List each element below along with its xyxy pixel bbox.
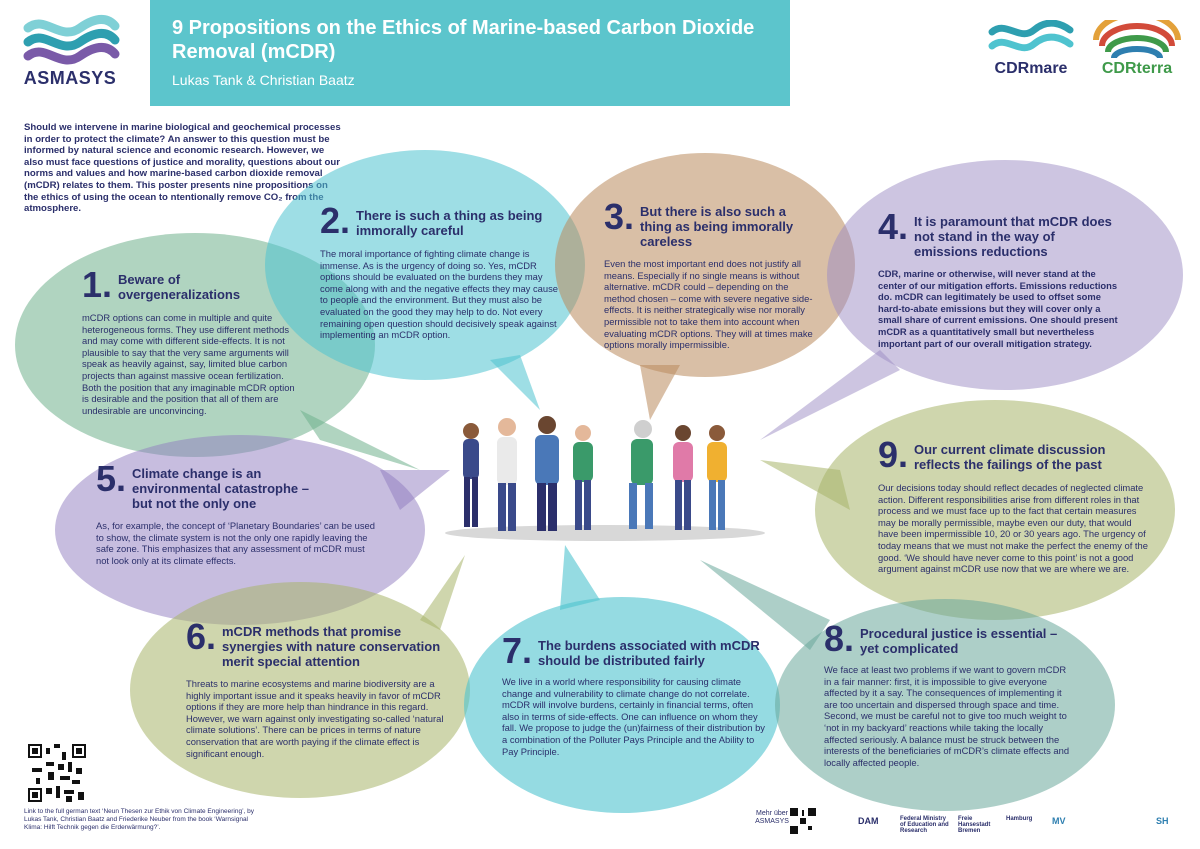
cdrterra-logo-text: CDRterra [1101,60,1173,77]
bubble-7 [464,597,780,813]
poster-authors: Lukas Tank & Christian Baatz [172,72,355,88]
proposition-4: 4. It is paramount that mCDR does not st… [878,206,1124,356]
bubble-4 [827,160,1183,390]
sponsor-bmbf: Federal Ministry of Education and Resear… [900,816,949,834]
bubble-6-tail [420,555,465,630]
bubble-8-tail [700,560,830,650]
proposition-number: 7. [502,630,533,671]
proposition-heading: mCDR methods that promise synergies with… [222,624,441,669]
proposition-number: 9. [878,434,909,475]
bubble-9-tail [760,460,850,510]
cdrmare-logo: CDRmare [986,19,1076,80]
asmasys-logo-text: ASMASYS [23,68,117,88]
bubble-3-tail [640,365,680,420]
proposition-5: 5. Climate change is an environmental ca… [96,458,376,578]
proposition-number: 1. [82,264,113,305]
qr-code[interactable] [28,744,86,802]
proposition-number: 8. [824,618,855,659]
proposition-1: 1. Beware of overgeneralizations mCDR op… [82,264,300,464]
bubble-1-tail [300,410,420,470]
proposition-body: CDR, marine or otherwise, will never sta… [878,268,1118,349]
proposition-6: 6. mCDR methods that promise synergies w… [186,616,456,759]
proposition-heading: Procedural justice is essential – yet co… [860,626,1058,656]
proposition-body: Threats to marine ecosystems and marine … [186,678,444,759]
bubble-7-tail [560,545,600,610]
proposition-heading: But there is also such a thing as being … [640,204,794,249]
proposition-2: 2. There is such a thing as being immora… [320,200,560,360]
intro-text: Should we intervene in marine biological… [24,122,341,215]
proposition-9: 9. Our current climate discussion reflec… [878,434,1148,594]
proposition-heading: Our current climate discussion reflects … [914,442,1106,472]
sponsor-dam: DAM [858,816,879,826]
proposition-body: As, for example, the concept of ‘Planeta… [96,520,375,566]
proposition-heading: There is such a thing as being immorally… [356,208,543,238]
proposition-body: We live in a world where responsibility … [502,676,765,757]
qr-code-small[interactable] [790,808,816,834]
cdrmare-logo-text: CDRmare [994,60,1068,77]
sponsor-bremen: Freie Hansestadt Bremen [958,816,991,834]
asmasys-logo: ASMASYS [20,14,120,94]
sponsor-sh: SH [1156,816,1169,826]
sponsor-hamburg: Hamburg [1006,816,1033,822]
proposition-body: We face at least two problems if we want… [824,664,1070,768]
proposition-heading: The burdens associated with mCDR should … [538,638,760,668]
proposition-number: 3. [604,196,635,237]
proposition-body: Even the most important end does not jus… [604,258,813,351]
bubble-2 [265,150,585,380]
bubble-5 [55,435,425,625]
proposition-body: mCDR options can come in multiple and qu… [82,312,295,416]
proposition-number: 5. [96,458,127,499]
bubble-6 [130,582,470,798]
proposition-body: The moral importance of fighting climate… [320,248,558,341]
proposition-number: 4. [878,206,909,247]
proposition-number: 2. [320,200,351,241]
proposition-heading: Beware of overgeneralizations [118,272,241,302]
sponsor-mv: MV [1052,816,1066,826]
bubble-8 [775,599,1115,811]
proposition-heading: Climate change is an environmental catas… [132,466,309,511]
bubble-3 [555,153,855,377]
header-band: 9 Propositions on the Ethics of Marine-b… [150,0,790,106]
bubble-2-tail [490,355,540,410]
bubble-4-tail [760,350,900,440]
bubble-5-tail [380,470,450,510]
proposition-8: 8. Procedural justice is essential – yet… [824,618,1076,768]
bubble-9 [815,400,1175,620]
footer-reference: Link to the full german text ‘Neun These… [24,808,255,831]
mehr-uber-label: Mehr über ASMASYS [755,810,789,825]
proposition-number: 6. [186,616,217,657]
proposition-7: 7. The burdens associated with mCDR shou… [502,630,766,770]
proposition-body: Our decisions today should reflect decad… [878,482,1148,575]
proposition-3: 3. But there is also such a thing as bei… [604,196,814,356]
proposition-heading: It is paramount that mCDR does not stand… [914,214,1112,259]
people-illustration [445,416,765,541]
poster-title: 9 Propositions on the Ethics of Marine-b… [172,17,755,63]
